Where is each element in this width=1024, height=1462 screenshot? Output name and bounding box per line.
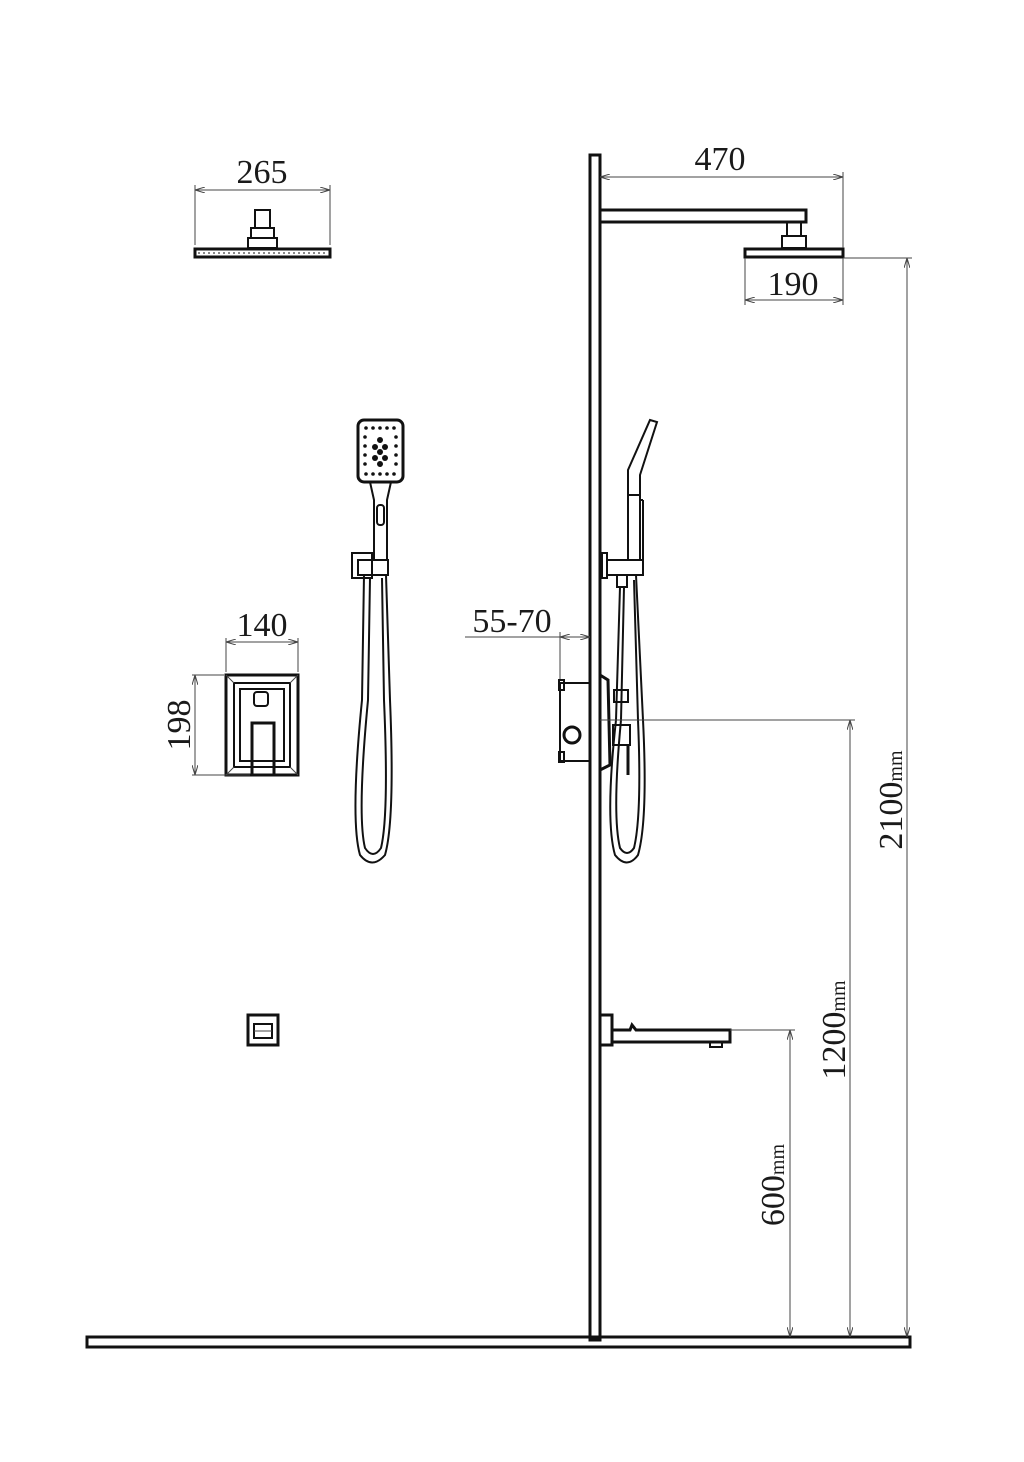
dim-label-265: 265 [237, 154, 288, 191]
dimension-spout-height: 600mm [730, 1029, 795, 1337]
dimension-rain-head-width: 265 [194, 154, 331, 245]
dim-label-55-70: 55-70 [472, 603, 551, 640]
dim-label-2100mm: 2100mm [873, 750, 910, 850]
dim-label-1200mm: 1200mm [816, 980, 853, 1080]
tub-spout-front [246, 1013, 280, 1047]
dim-label-470: 470 [695, 141, 746, 178]
tub-spout-side [598, 1013, 732, 1048]
floor [85, 1335, 912, 1349]
dim-label-140: 140 [237, 607, 288, 644]
dimension-arm-length: 470 [600, 141, 844, 248]
dim-label-190: 190 [768, 266, 819, 303]
rain-shower-head-front [193, 209, 332, 259]
wall [588, 153, 602, 1342]
shower-arm [600, 208, 845, 259]
dimension-trim-height: 198 [161, 674, 250, 776]
hand-shower-front [351, 418, 405, 864]
dimension-wall-depth: 55-70 [465, 603, 590, 680]
dimension-head-height: 2100mm [843, 257, 912, 1337]
hand-shower-side [601, 418, 659, 864]
dim-label-198: 198 [161, 700, 198, 751]
dimension-head-side-width: 190 [744, 258, 844, 305]
dim-label-600mm: 600mm [755, 1144, 792, 1227]
dimension-trim-width: 140 [225, 607, 299, 672]
dimension-valve-height: 1200mm [600, 719, 855, 1337]
valve-trim-front [224, 673, 300, 777]
